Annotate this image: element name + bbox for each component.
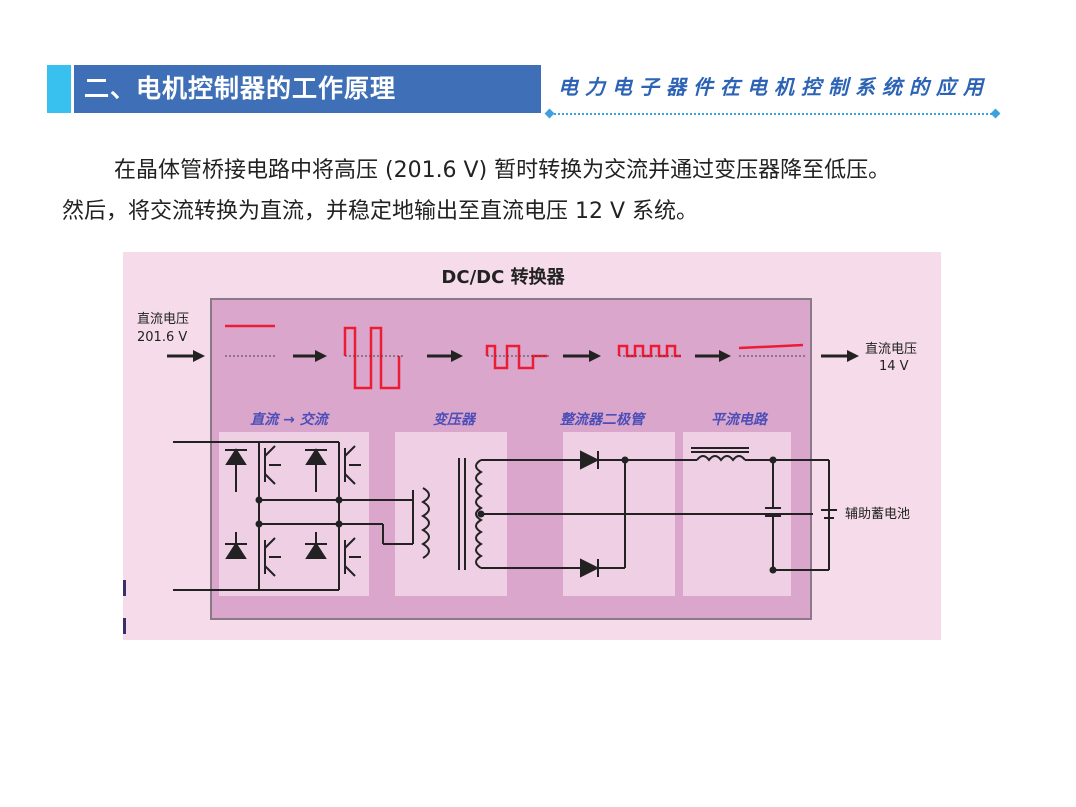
slide-subtitle: 电力电子器件在电机控制系统的应用 bbox=[558, 75, 990, 99]
diode-icon bbox=[580, 558, 600, 578]
transformer-primary-coil bbox=[421, 487, 430, 559]
dcdc-converter-figure: DC/DC 转换器 直流电压 201.6 V 直流电压 14 V bbox=[123, 252, 941, 640]
dc-output-waveform bbox=[738, 343, 804, 350]
edge-mark bbox=[123, 580, 126, 596]
smoothing-inductor bbox=[696, 455, 746, 462]
igbt-switch-icon bbox=[305, 445, 361, 485]
arrow-icon bbox=[589, 350, 601, 362]
diode-icon bbox=[580, 450, 600, 470]
output-value: 14 V bbox=[879, 359, 909, 374]
input-label: 直流电压 bbox=[137, 312, 189, 327]
square-wave-low bbox=[485, 344, 547, 370]
stage-label-transformer: 变压器 bbox=[433, 411, 477, 428]
igbt-switch-icon bbox=[225, 537, 281, 577]
edge-mark bbox=[123, 618, 126, 634]
stage-panel-inverter bbox=[219, 432, 369, 596]
dcdc-diagram: DC/DC 转换器 直流电压 201.6 V 直流电压 14 V bbox=[123, 252, 941, 640]
igbt-switch-icon bbox=[225, 445, 281, 485]
arrow-icon bbox=[847, 350, 859, 362]
stage-label-smoothing: 平流电路 bbox=[711, 411, 769, 428]
arrow-icon bbox=[193, 350, 205, 362]
section-title: 二、电机控制器的工作原理 bbox=[84, 74, 397, 103]
figure-title: DC/DC 转换器 bbox=[441, 266, 565, 288]
subtitle-divider bbox=[550, 113, 996, 115]
body-paragraph: 在晶体管桥接电路中将高压 (201.6 V) 暂时转换为交流并通过变压器降至低压… bbox=[62, 150, 1052, 232]
arrow-icon bbox=[315, 350, 327, 362]
square-wave-high bbox=[343, 326, 401, 390]
circuit bbox=[173, 441, 837, 591]
rectifier-diodes bbox=[580, 450, 600, 578]
title-accent-gap bbox=[71, 65, 74, 113]
stage-label-rectifier: 整流器二极管 bbox=[560, 411, 647, 428]
section-title-bar bbox=[47, 65, 541, 113]
title-accent-bar bbox=[47, 65, 71, 113]
igbt-switches bbox=[225, 445, 361, 577]
arrow-icon bbox=[719, 350, 731, 362]
signal-flow-arrows bbox=[167, 350, 859, 362]
body-line-1: 在晶体管桥接电路中将高压 (201.6 V) 暂时转换为交流并通过变压器降至低压… bbox=[114, 158, 891, 183]
transformer-secondary-coil bbox=[475, 459, 483, 569]
body-line-2: 然后，将交流转换为直流，并稳定地输出至直流电压 12 V 系统。 bbox=[62, 199, 699, 224]
stage-label-inverter: 直流 → 交流 bbox=[250, 411, 330, 428]
waveforms bbox=[225, 324, 804, 390]
arrow-icon bbox=[451, 350, 463, 362]
junction-dots bbox=[255, 456, 777, 574]
battery-label: 辅助蓄电池 bbox=[845, 507, 910, 522]
input-value: 201.6 V bbox=[137, 330, 187, 345]
output-label: 直流电压 bbox=[865, 342, 917, 357]
divider-end-dot bbox=[990, 108, 1001, 119]
